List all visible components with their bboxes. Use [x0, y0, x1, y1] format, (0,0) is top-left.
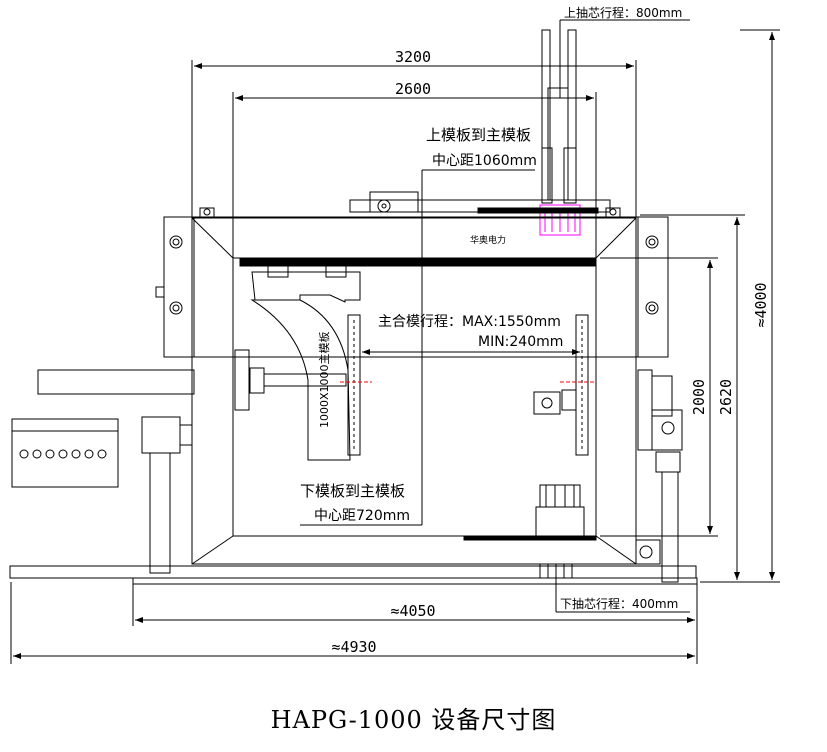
upper-to-main-label-2: 中心距1060mm — [432, 153, 537, 169]
total-height-label: ≈4000 — [752, 282, 770, 327]
inner-height-label: 2000 — [690, 379, 708, 415]
company-logo: 华奥电力 — [470, 234, 506, 246]
frame-height-label: 2620 — [717, 379, 735, 415]
top-core-stroke-label: 上抽芯行程：800mm — [564, 5, 682, 20]
vertical-plate-label: 1000X1000主模板 — [317, 331, 331, 428]
overall-width-label: 3200 — [395, 48, 431, 66]
base-length-label: ≈4050 — [390, 602, 435, 620]
platen-width-label: 2600 — [395, 80, 431, 98]
main-stroke-label-1: 主合模行程：MAX:1550mm — [378, 314, 561, 330]
main-stroke-label-2: MIN:240mm — [478, 334, 563, 350]
lower-to-main-label-2: 中心距720mm — [314, 508, 410, 524]
drawing-caption: HAPG-1000 设备尺寸图 — [270, 706, 557, 734]
equipment-drawing: 上抽芯行程：800mm 3200 2600 上模板到主模板 中心距1060mm … — [9, 5, 780, 664]
dimension-lines — [10, 19, 780, 664]
total-length-label: ≈4930 — [331, 638, 376, 656]
machine-body — [9, 29, 698, 585]
bottom-core-stroke-label: 下抽芯行程：400mm — [560, 596, 678, 611]
upper-to-main-label-1: 上模板到主模板 — [426, 126, 531, 144]
lower-to-main-label-1: 下模板到主模板 — [300, 482, 405, 500]
